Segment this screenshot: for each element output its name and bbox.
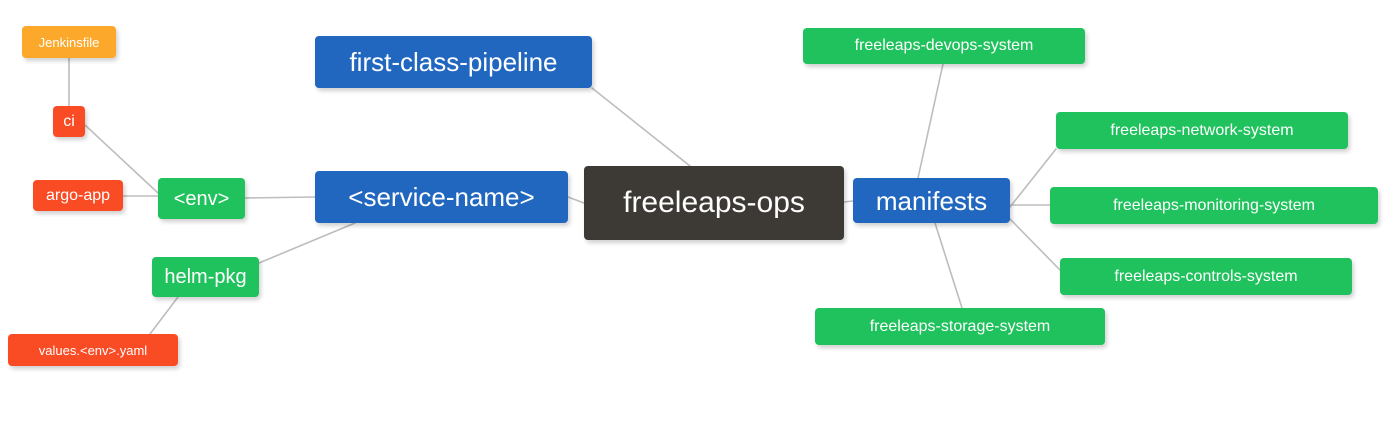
edge-manifests-to-freeleaps-storage-system	[934, 222, 963, 309]
edge-helm-pkg-to-values-yaml	[149, 296, 179, 335]
node-label: ci	[63, 112, 75, 130]
edge-root-to-manifests	[843, 200, 854, 203]
node-manifests[interactable]: manifests	[853, 178, 1010, 223]
node-freeleaps-controls-system[interactable]: freeleaps-controls-system	[1060, 258, 1352, 295]
node-label: freeleaps-controls-system	[1114, 267, 1298, 285]
node-argo-app[interactable]: argo-app	[33, 180, 123, 211]
node-label: argo-app	[45, 186, 111, 204]
node-label: first-class-pipeline	[349, 47, 558, 77]
node-root[interactable]: freeleaps-ops	[584, 166, 844, 240]
edge-manifests-to-freeleaps-controls-system	[1009, 218, 1061, 271]
node-label: <service-name>	[348, 182, 535, 212]
node-freeleaps-network-system[interactable]: freeleaps-network-system	[1056, 112, 1348, 149]
node-first-class-pipeline[interactable]: first-class-pipeline	[315, 36, 592, 88]
node-label: freeleaps-storage-system	[869, 317, 1051, 335]
node-env[interactable]: <env>	[158, 178, 245, 219]
node-values-yaml[interactable]: values.<env>.yaml	[8, 334, 178, 366]
node-label: freeleaps-devops-system	[854, 37, 1034, 54]
edge-manifests-to-freeleaps-devops-system	[917, 63, 944, 179]
node-label: manifests	[875, 185, 988, 216]
node-ci[interactable]: ci	[53, 106, 85, 137]
node-freeleaps-storage-system[interactable]: freeleaps-storage-system	[815, 308, 1105, 345]
edge-root-to-service-name	[567, 196, 585, 204]
node-label: freeleaps-network-system	[1110, 121, 1294, 139]
node-freeleaps-devops-system[interactable]: freeleaps-devops-system	[803, 28, 1085, 64]
node-label: Jenkinsfile	[38, 34, 100, 50]
edge-service-name-to-env	[244, 196, 316, 199]
node-label: <env>	[173, 187, 230, 210]
edge-service-name-to-helm-pkg	[258, 222, 356, 264]
edge-root-to-first-class-pipeline	[591, 87, 691, 167]
node-label: helm-pkg	[164, 266, 247, 288]
node-label: values.<env>.yaml	[38, 342, 148, 358]
node-label: freeleaps-monitoring-system	[1113, 196, 1315, 214]
node-label: freeleaps-ops	[623, 186, 805, 219]
node-service-name[interactable]: <service-name>	[315, 171, 568, 223]
node-helm-pkg[interactable]: helm-pkg	[152, 257, 259, 297]
node-jenkinsfile[interactable]: Jenkinsfile	[22, 26, 116, 58]
node-freeleaps-monitoring-system[interactable]: freeleaps-monitoring-system	[1050, 187, 1378, 224]
